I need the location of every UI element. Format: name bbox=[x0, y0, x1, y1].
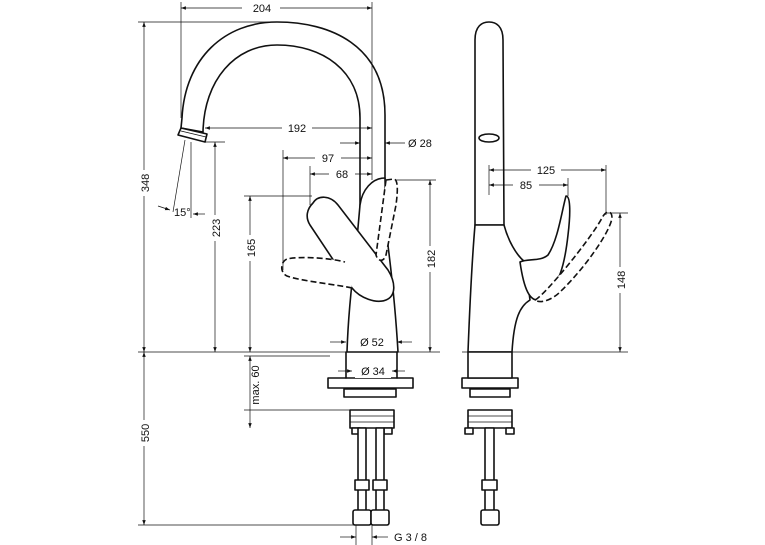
dim-max60: max. 60 bbox=[250, 365, 262, 404]
lever bbox=[306, 196, 395, 303]
side-view: 125 85 148 bbox=[461, 21, 628, 526]
dim-165: 165 bbox=[246, 239, 258, 257]
dim-68: 68 bbox=[336, 169, 348, 181]
dim-d52: Ø 52 bbox=[360, 337, 384, 349]
dim-d28: Ø 28 bbox=[408, 138, 432, 150]
hose-fitting-left bbox=[352, 509, 372, 526]
dim-15deg: 15° bbox=[174, 207, 191, 219]
lever-open-left bbox=[280, 256, 353, 289]
lever-open-up bbox=[375, 178, 399, 262]
dim-348: 348 bbox=[140, 174, 152, 192]
dim-223: 223 bbox=[211, 219, 223, 237]
side-body bbox=[467, 224, 531, 353]
hose-fitting-right bbox=[370, 509, 390, 526]
dim-125: 125 bbox=[537, 165, 555, 177]
dim-g38: G 3 / 8 bbox=[394, 532, 427, 544]
front-view: 204 192 Ø 28 97 68 348 15° 223 bbox=[136, 1, 440, 545]
dim-182: 182 bbox=[426, 250, 438, 268]
dim-d34: Ø 34 bbox=[361, 366, 385, 378]
side-supply-hose bbox=[484, 427, 495, 519]
side-threaded-shank bbox=[467, 409, 513, 429]
dim-192: 192 bbox=[288, 123, 306, 135]
side-lever-open bbox=[534, 211, 613, 303]
side-spout bbox=[474, 21, 505, 226]
mounting-nut bbox=[343, 388, 397, 398]
dim-148: 148 bbox=[616, 271, 628, 289]
side-base-plate bbox=[461, 377, 519, 389]
base-plate bbox=[327, 377, 414, 389]
threaded-shank bbox=[349, 409, 395, 429]
dim-204: 204 bbox=[253, 3, 271, 15]
dim-85: 85 bbox=[520, 180, 532, 192]
supply-hose-left bbox=[357, 427, 367, 519]
dim-97: 97 bbox=[322, 153, 334, 165]
supply-hose-right bbox=[375, 427, 385, 519]
side-aerator bbox=[478, 133, 500, 143]
dim-550: 550 bbox=[140, 424, 152, 442]
